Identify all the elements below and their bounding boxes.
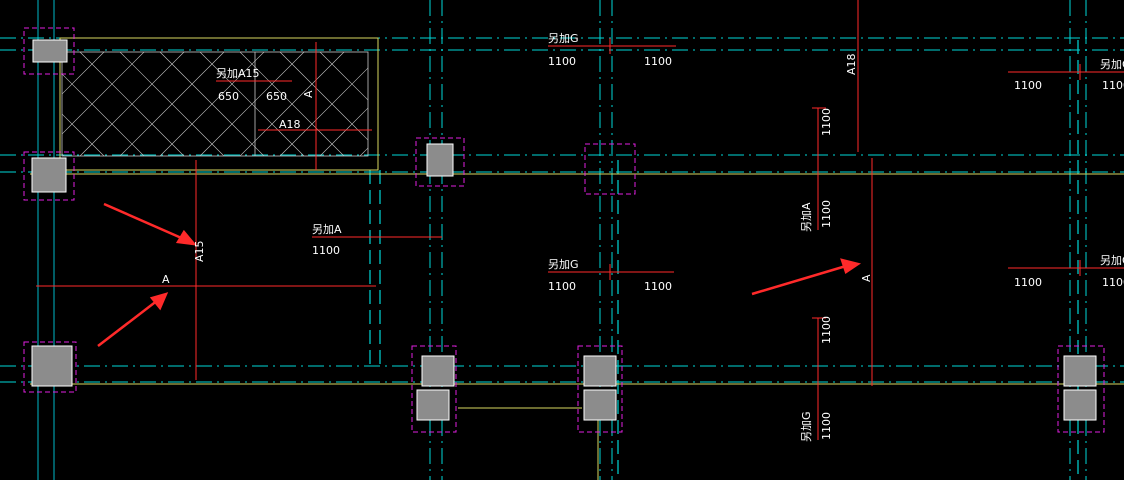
label-mid-1100[interactable]: 1100 [312,244,340,257]
arrow-lower-left [97,299,159,347]
label-hatch-a15[interactable]: 另加A15 [216,67,260,80]
label-left-a[interactable]: A [162,273,170,286]
label-right-a18[interactable]: A18 [845,53,858,75]
label-right-mid-1100-b[interactable]: 1100 [1102,276,1124,289]
label-right-1100-v3[interactable]: 1100 [820,316,833,344]
label-center-1100-b[interactable]: 1100 [644,280,672,293]
arrow-upper-left-head [175,229,197,246]
label-hatch-650-b[interactable]: 650 [266,90,287,103]
label-mid-a[interactable]: 另加A [312,223,342,236]
label-hatch-650-a[interactable]: 650 [218,90,239,103]
column-left-bottom[interactable] [23,341,77,393]
columns [23,27,1105,433]
arrow-upper-left [103,202,187,242]
column-bottom-center[interactable] [577,345,623,433]
label-right-1100-v4[interactable]: 1100 [820,412,833,440]
label-right-top-1100-a[interactable]: 1100 [1014,79,1042,92]
label-hatch-a18[interactable]: A18 [279,118,301,131]
pointer-arrows [97,202,862,347]
label-top-1100-b[interactable]: 1100 [644,55,672,68]
label-right-1100-v2[interactable]: 1100 [820,200,833,228]
label-top-g[interactable]: 另加G [548,32,579,45]
label-right-1100-v1[interactable]: 1100 [820,108,833,136]
arrow-right [751,264,847,296]
label-right-g-v[interactable]: 另加G [800,411,813,442]
rebar-lines [36,0,1124,440]
label-hatch-a[interactable]: A [302,90,315,98]
column-center-left[interactable] [415,137,465,187]
label-right-top-g[interactable]: 另加G [1100,58,1124,71]
label-center-g[interactable]: 另加G [548,258,579,271]
label-top-1100-a[interactable]: 1100 [548,55,576,68]
label-right-a-v[interactable]: 另加A [800,202,813,232]
label-center-1100-a[interactable]: 1100 [548,280,576,293]
label-left-a15[interactable]: A15 [193,240,206,262]
label-right-top-1100-b[interactable]: 1100 [1102,79,1124,92]
label-right-a[interactable]: A [860,274,873,282]
arrow-lower-left-head [149,292,169,311]
label-right-mid-g[interactable]: 另加G [1100,254,1124,267]
column-bottom-right[interactable] [1057,345,1105,433]
column-left-mid[interactable] [23,151,75,201]
arrow-right-head [840,258,862,274]
column-top-left[interactable] [23,27,75,75]
hatched-slab [61,51,369,157]
label-right-mid-1100-a[interactable]: 1100 [1014,276,1042,289]
text-annotations: 另加G 1100 1100 另加G 1100 1100 另加A15 650 65… [162,32,1124,442]
beam-outlines [369,40,1079,480]
column-center[interactable] [584,143,636,195]
column-bottom-center-left[interactable] [411,345,457,433]
wall-lines [30,37,1124,480]
